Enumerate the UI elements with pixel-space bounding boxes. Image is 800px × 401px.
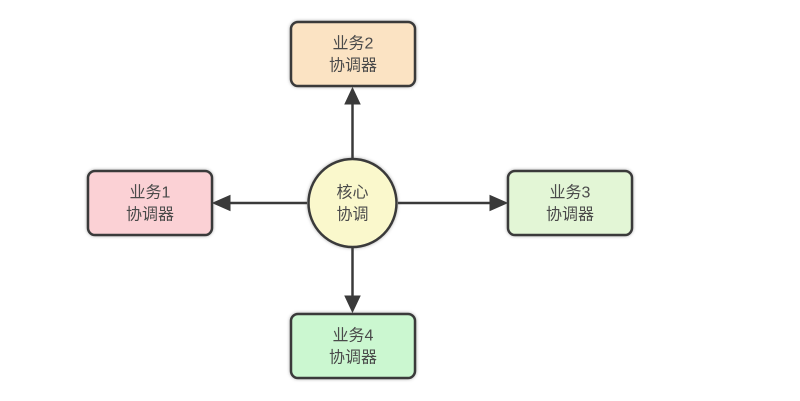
node-business2-box	[289, 20, 417, 88]
arrow-to-business3	[398, 194, 509, 212]
node-business4-label-line2: 协调器	[329, 349, 377, 367]
node-business1-coordinator: 业务1 协调器	[86, 169, 214, 237]
node-business3-coordinator: 业务3 协调器	[506, 169, 634, 237]
node-core-circle	[307, 157, 398, 249]
node-business1-box	[86, 169, 214, 237]
node-business3-box	[506, 169, 634, 237]
node-business4-box	[289, 312, 417, 380]
arrow-to-business2	[344, 86, 361, 160]
arrow-left-head-icon	[211, 194, 231, 212]
node-business4-coordinator: 业务4 协调器	[289, 312, 417, 380]
arrow-right-head-icon	[489, 194, 509, 212]
node-core-coordinator: 核心 协调	[307, 157, 398, 249]
node-business3-label-line2: 协调器	[546, 206, 594, 224]
arrow-to-business1	[211, 194, 307, 212]
node-core-label-line1: 核心	[336, 184, 368, 202]
node-business2-label-line1: 业务2	[333, 35, 374, 53]
node-core-label-line2: 协调	[336, 206, 368, 224]
arrow-up-head-icon	[344, 86, 361, 105]
arrow-to-business4	[344, 248, 361, 314]
node-business1-label-line1: 业务1	[130, 184, 171, 202]
node-business2-coordinator: 业务2 协调器	[289, 20, 417, 88]
arrow-down-head-icon	[344, 295, 361, 314]
node-business4-label-line1: 业务4	[333, 327, 374, 345]
node-business3-label-line1: 业务3	[550, 184, 591, 202]
node-business1-label-line2: 协调器	[126, 206, 174, 224]
node-business2-label-line2: 协调器	[329, 57, 377, 75]
